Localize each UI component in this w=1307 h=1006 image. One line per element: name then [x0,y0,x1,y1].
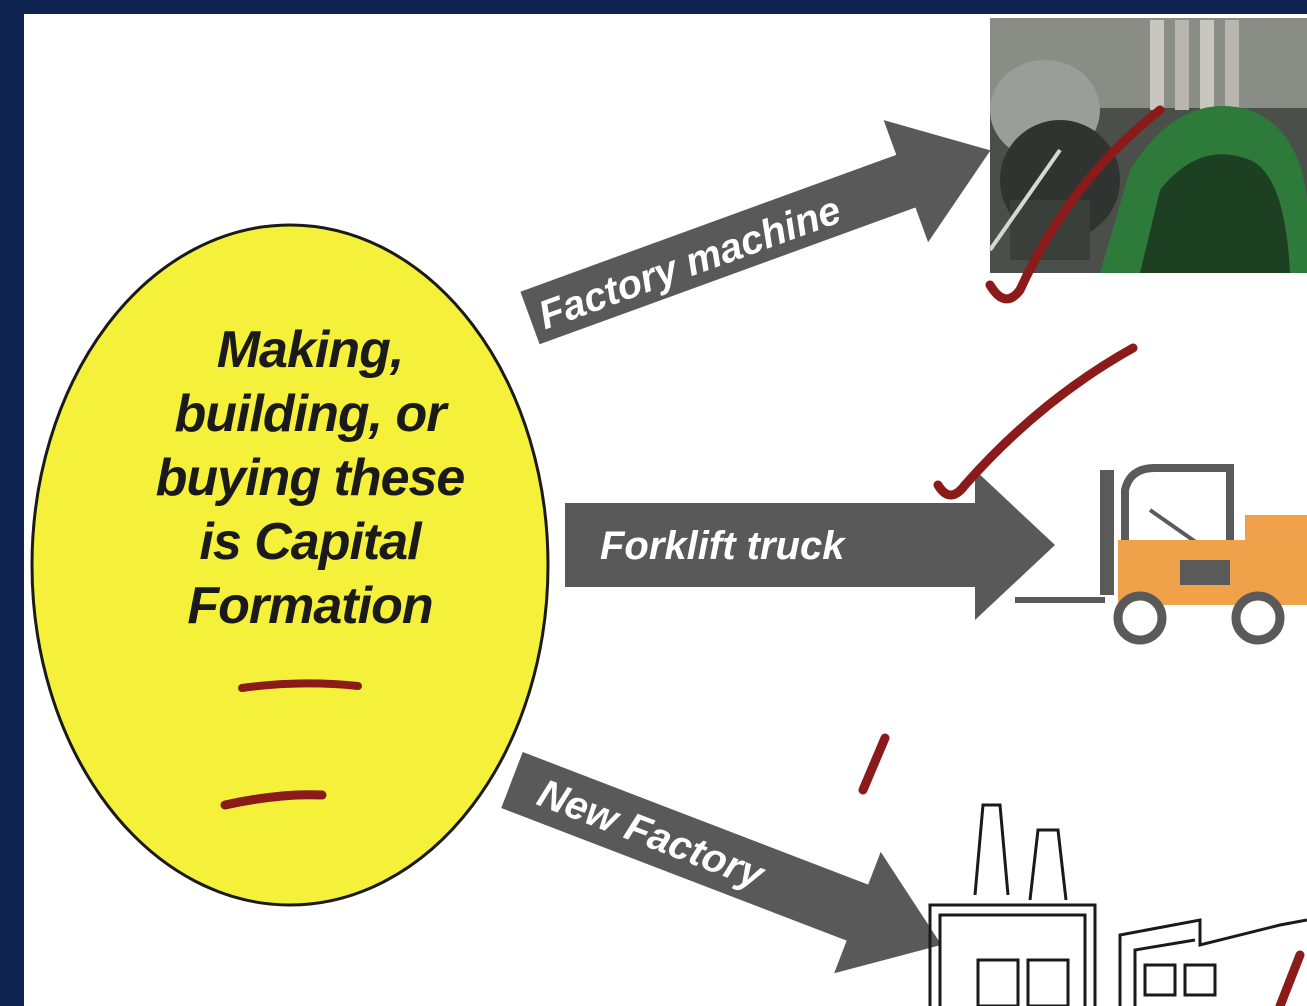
checkmark-annotation [985,105,1165,304]
oval-text-line: building, or [174,385,446,443]
oval-text-line: is Capital [199,513,421,571]
underline-annotation [238,679,362,692]
arrow-shape [501,751,942,974]
arrow-shape [520,120,991,345]
underline-annotation [220,790,327,810]
arrow-label-forklift-truck: Forklift truck [600,524,846,568]
oval-text-line: Making, [216,321,405,379]
pen-annotations [220,105,1305,1006]
factory-building-icon [928,803,1307,1006]
arrow-new-factory: New Factory [501,751,942,974]
capital-formation-oval [30,223,550,907]
checkmark-annotation [933,343,1138,500]
arrow-shape [565,470,1055,620]
tick-annotation [858,733,890,795]
arrow-factory-machine: Factory machine [520,120,991,345]
forklift-icon [1015,464,1307,645]
tick-annotation [1275,950,1305,1006]
oval-text-line: buying these [155,449,466,507]
factory-machine-photo [988,18,1307,273]
oval-text-line: Formation [187,577,433,635]
arrow-forklift-truck: Forklift truck [565,470,1055,620]
arrow-label-factory-machine: Factory machine [533,188,847,338]
capital-formation-text: Making, building, or buying these is Cap… [60,318,560,638]
